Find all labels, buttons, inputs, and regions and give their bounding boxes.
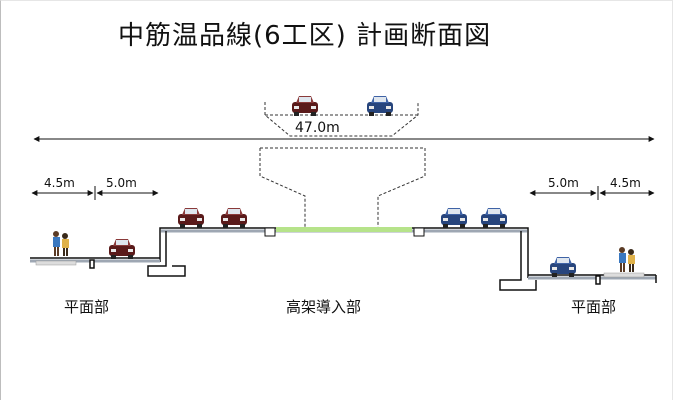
embankment [147, 227, 537, 291]
elevated-deck [259, 102, 426, 227]
section-label-right: 平面部 [571, 298, 617, 316]
diagram-title: 中筋温品線(6工区) 計画断面図 [118, 21, 492, 51]
total-width-label: 47.0m [295, 120, 340, 136]
car-blue-icon [481, 208, 507, 228]
car-blue-icon [441, 208, 467, 228]
pedestrian-icon [619, 247, 635, 272]
right-sidewalk-width: 4.5m [610, 176, 641, 190]
section-label-center: 高架導入部 [286, 298, 362, 316]
car-red-icon [221, 208, 247, 228]
car-red-icon [292, 96, 318, 116]
car-red-icon [178, 208, 204, 228]
car-red-icon [109, 239, 135, 259]
right-road-width: 5.0m [548, 176, 579, 190]
section-label-left: 平面部 [64, 298, 110, 316]
median-strip [276, 227, 412, 232]
left-road-width: 5.0m [106, 176, 137, 190]
left-sidewalk-width: 4.5m [44, 176, 75, 190]
car-blue-icon [550, 257, 576, 277]
pedestrian-icon [53, 231, 69, 256]
car-blue-icon [367, 96, 393, 116]
